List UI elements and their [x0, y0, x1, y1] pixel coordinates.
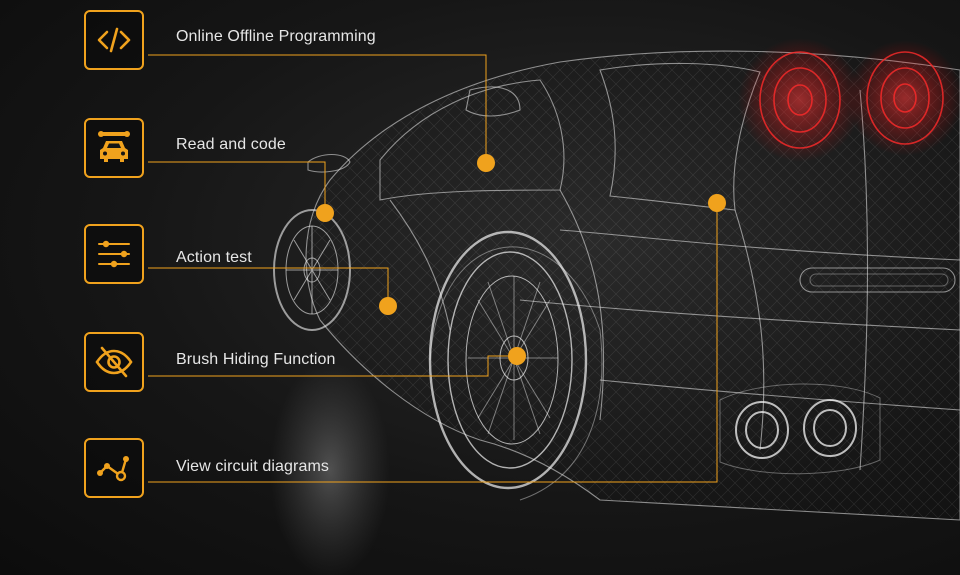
- feature-brush-hiding-function: Brush Hiding Function: [84, 330, 335, 394]
- circuit-nodes-icon: [97, 456, 129, 482]
- feature-online-offline-programming: Online Offline Programming: [84, 8, 376, 72]
- code-brackets-icon: [97, 27, 131, 53]
- feature-label-action-test: Action test: [176, 249, 252, 266]
- feature-label-programming: Online Offline Programming: [176, 28, 376, 45]
- feature-icon-box: [84, 10, 144, 70]
- feature-icon-box: [84, 332, 144, 392]
- feature-label-circuit: View circuit diagrams: [176, 458, 329, 475]
- feature-label-brush-hiding: Brush Hiding Function: [176, 351, 336, 368]
- sliders-icon: [98, 240, 130, 268]
- feature-label-read-code: Read and code: [176, 136, 286, 153]
- eye-slash-icon: [95, 346, 133, 378]
- exhaust-pipes: [719, 383, 881, 475]
- car-wrench-icon: [98, 131, 130, 162]
- feature-view-circuit-diagrams: View circuit diagrams: [84, 436, 329, 500]
- feature-icon-box: [84, 118, 144, 178]
- feature-icon-box: [84, 224, 144, 284]
- feature-icon-box: [84, 438, 144, 498]
- feature-read-and-code: Read and code: [84, 116, 286, 180]
- tail-lights: [738, 38, 960, 162]
- feature-action-test: Action test: [84, 222, 252, 286]
